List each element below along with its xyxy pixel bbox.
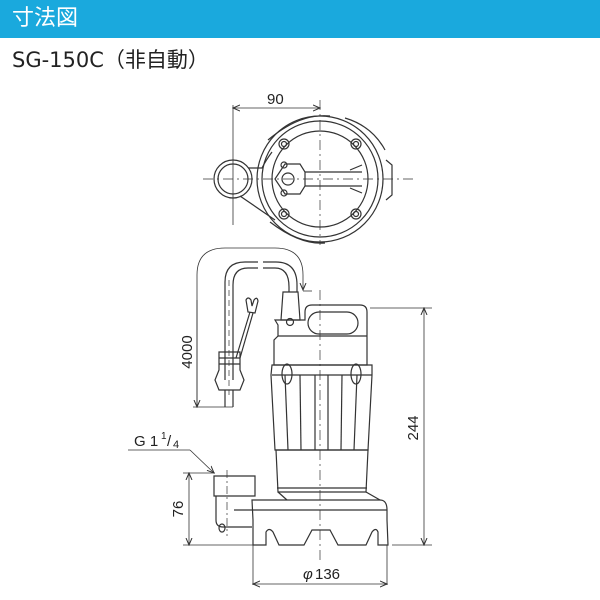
dimension-4000-label: 4000: [179, 335, 196, 368]
model-title: SG-150C（非自動）: [12, 48, 209, 72]
svg-text:φ: φ: [303, 566, 313, 583]
svg-text:4: 4: [173, 439, 179, 451]
dimension-244-label: 244: [405, 415, 422, 440]
section-title: 寸法図: [12, 6, 79, 31]
svg-text:G 1: G 1: [134, 433, 158, 450]
svg-text:136: 136: [315, 566, 340, 583]
dimension-76-label: 76: [170, 501, 187, 518]
base-diameter-label: φ 136: [303, 566, 340, 583]
dimension-lines: [128, 308, 432, 585]
outlet-thread-label: G 1 1 / 4: [134, 431, 179, 451]
svg-text:/: /: [167, 433, 172, 450]
top-view: [203, 100, 415, 245]
header-bar: 寸法図: [0, 0, 600, 38]
side-view: [193, 247, 389, 560]
dimension-90-label: 90: [267, 91, 284, 108]
svg-text:1: 1: [161, 431, 167, 442]
